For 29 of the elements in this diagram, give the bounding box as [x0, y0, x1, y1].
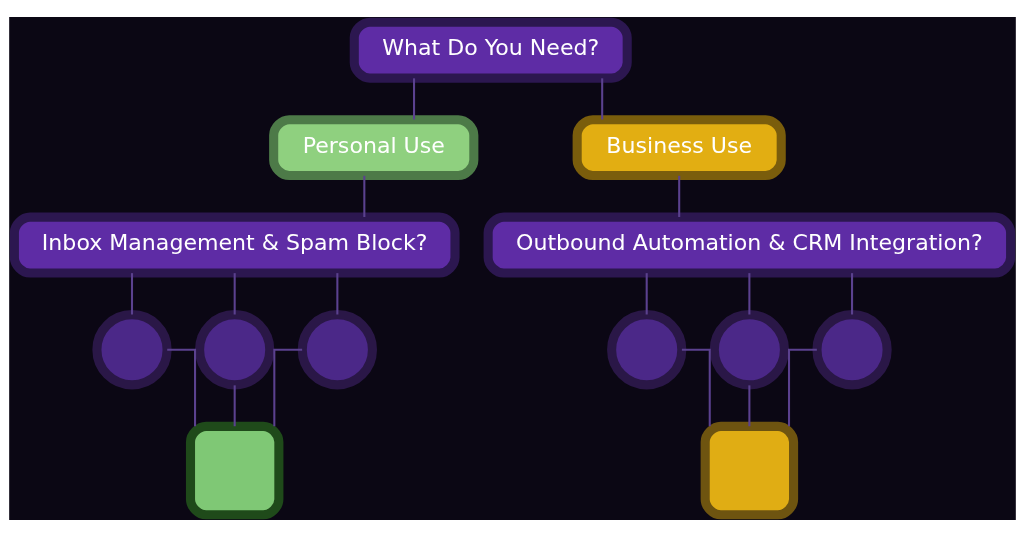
- connector: [166, 348, 196, 426]
- node-box: [700, 421, 798, 519]
- node-circle: [709, 309, 789, 389]
- connector: [747, 272, 750, 314]
- node-box: What Do You Need?: [349, 17, 632, 83]
- connector: [645, 272, 648, 314]
- node-box: [185, 421, 283, 519]
- connector: [787, 348, 817, 426]
- node-circle: [91, 309, 172, 389]
- node-box: Outbound Automation & CRM Integration?: [483, 212, 1015, 278]
- node-circle: [297, 309, 377, 389]
- connector: [681, 348, 711, 426]
- node-circle: [811, 309, 892, 389]
- node-box: Personal Use: [268, 114, 478, 180]
- node-box: Inbox Management & Spam Block?: [9, 212, 460, 278]
- connector: [233, 272, 236, 314]
- connector: [130, 272, 133, 314]
- connector: [362, 175, 365, 217]
- connector: [850, 272, 853, 314]
- connector: [747, 384, 750, 426]
- connector: [600, 77, 603, 119]
- node-box: Business Use: [572, 114, 786, 180]
- connector: [233, 384, 236, 426]
- connector: [335, 272, 338, 314]
- connector: [677, 175, 680, 217]
- node-circle: [194, 309, 274, 389]
- connector: [412, 77, 415, 119]
- connector: [272, 348, 302, 426]
- node-circle: [606, 309, 686, 389]
